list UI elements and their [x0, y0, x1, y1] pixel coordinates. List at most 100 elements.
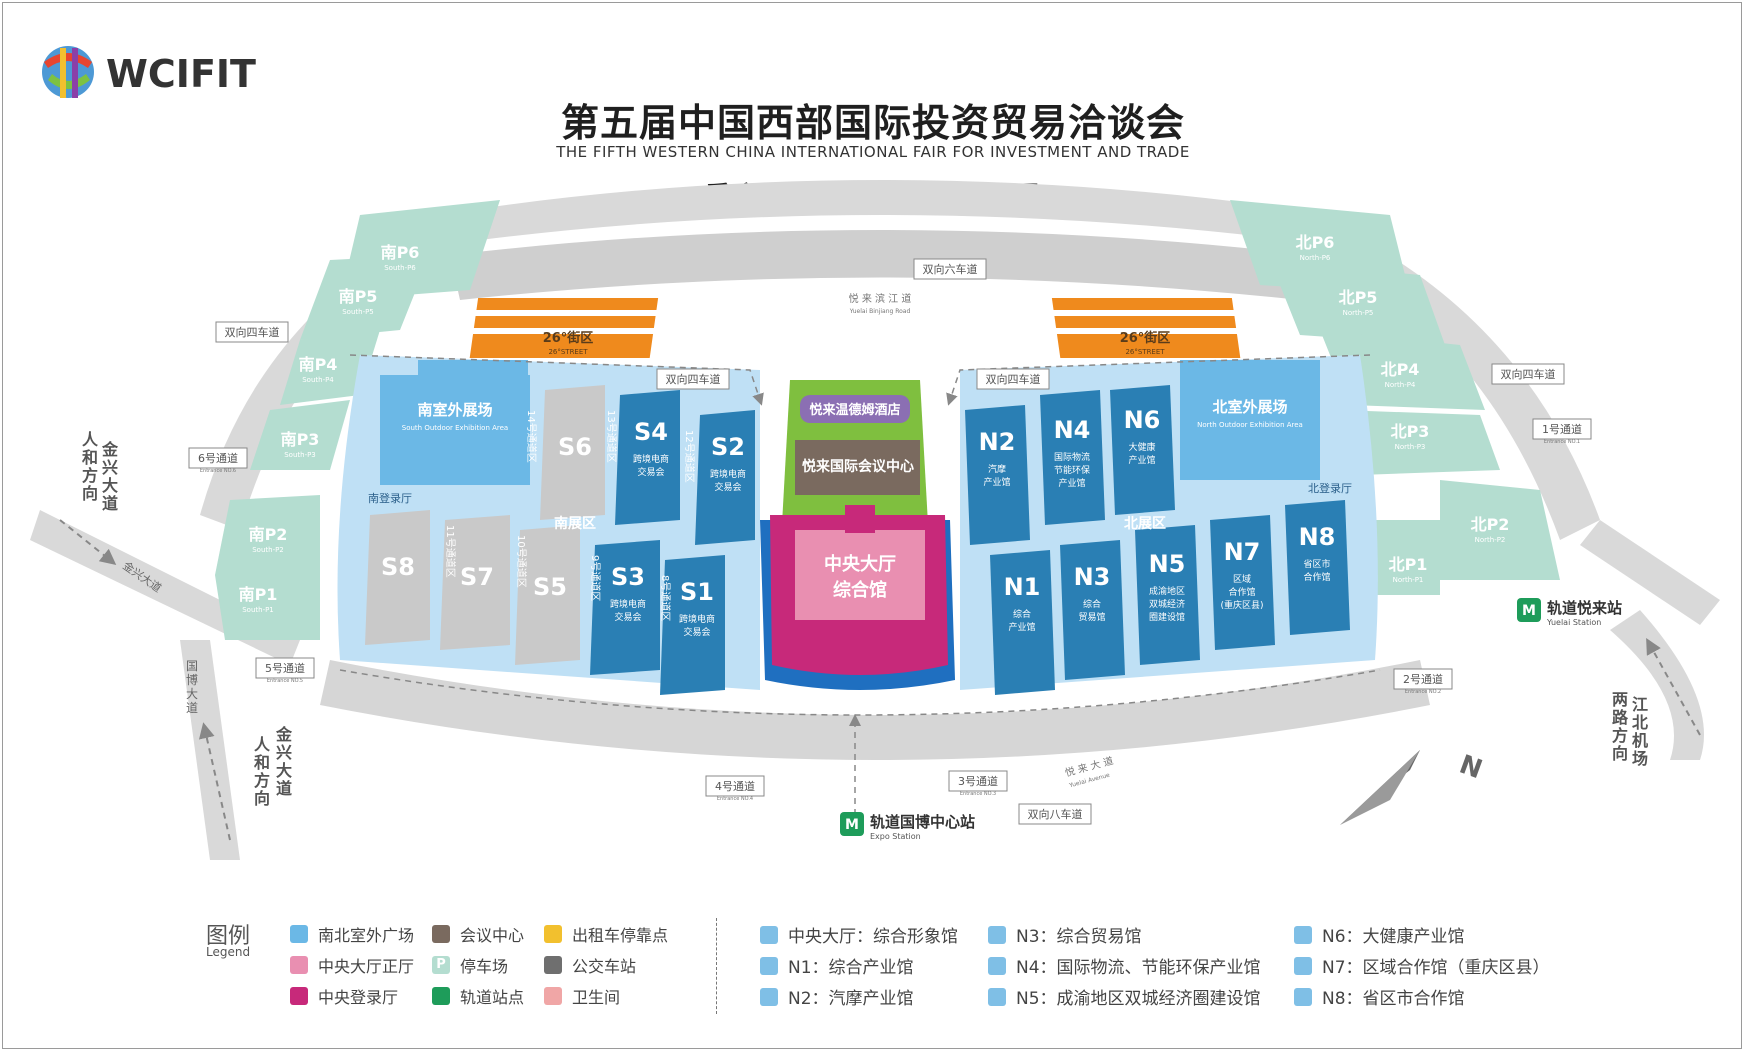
rail-station-icon	[1517, 598, 1541, 622]
direction-jiangbei-2: 向	[1612, 744, 1628, 763]
compass-label: N	[1455, 750, 1486, 786]
south-blue-halls	[590, 390, 755, 695]
parking-south-en-6: South-P6	[384, 264, 416, 272]
parking-icon: P	[432, 956, 450, 974]
direction-jiangbei: 场	[1632, 749, 1648, 768]
road-label-eight-lane: 双向八车道	[1028, 807, 1083, 821]
direction-jinxing-top-2: 人	[82, 430, 99, 449]
parking-north-en-2: North-P2	[1475, 536, 1506, 544]
hall-desc-n3: 贸易馆	[1078, 611, 1105, 623]
logo-text: WCIFIT	[106, 52, 256, 96]
direction-jinxing-bottom-2: 人	[254, 735, 271, 754]
dashed-path-left-down	[198, 722, 231, 841]
gate-en-6: Entrance NO.6	[200, 468, 236, 474]
direction-jinxing-top: 大	[102, 476, 118, 495]
hall-swatch-icon	[1294, 925, 1312, 944]
wc-icon	[544, 987, 562, 1005]
hall-n6	[1110, 385, 1175, 515]
road-right-curve	[1610, 610, 1704, 760]
hall-swatch-icon	[760, 956, 778, 975]
hall-n3	[1060, 540, 1125, 680]
hall-s7	[440, 515, 510, 650]
direction-jinxing-top-2: 和	[82, 448, 98, 467]
rail-icon	[432, 987, 450, 1005]
hall-label-s7: S7	[460, 563, 494, 591]
hall-desc-n6: 产业馆	[1128, 454, 1155, 466]
corridor-label-7: 8号通道区	[659, 575, 672, 621]
legend-item-swatch: 中央大厅正厅	[290, 953, 414, 977]
direction-jiangbei: 机	[1632, 731, 1648, 750]
hall-s2	[695, 410, 755, 545]
gate-label-3-box	[948, 770, 1008, 792]
central-hall-inner	[795, 530, 925, 620]
compass-icon	[1340, 750, 1420, 825]
hall-desc-n4: 产业馆	[1058, 477, 1085, 489]
north-zone-label: 北展区	[1124, 516, 1166, 532]
hall-desc-n3: 综合	[1083, 598, 1101, 610]
road-label-six-lane: 双向六车道	[923, 262, 978, 276]
street-26-south-label: 26°街区	[543, 330, 594, 346]
parking-south-group	[215, 200, 500, 640]
parking-north-label-3: 北P3	[1391, 422, 1430, 441]
hall-label-n6: N6	[1124, 406, 1161, 434]
legend-title: 图例	[206, 924, 251, 949]
legend-hall-item: N1：综合产业馆	[760, 953, 914, 978]
hall-desc-n6: 大健康	[1128, 441, 1155, 453]
hall-desc-n5: 双城经济	[1149, 598, 1185, 610]
gate-en-1: Entrance NO.1	[1544, 439, 1580, 445]
legend-hall-item: N8：省区市合作馆	[1294, 984, 1465, 1009]
parking-south-label-4: 南P4	[299, 355, 338, 374]
hall-desc-n1: 产业馆	[1008, 621, 1035, 633]
gate-label-2-box	[1393, 668, 1453, 690]
parking-north-en-5: North-P5	[1343, 309, 1374, 317]
hall-desc-s1: 跨境电商	[679, 613, 715, 625]
rail-station-en-1: Expo Station	[870, 832, 921, 841]
parking-north-label-5: 北P5	[1339, 288, 1378, 307]
page-title: 第五届中国西部国际投资贸易洽谈会	[560, 101, 1185, 145]
hall-s8	[365, 510, 430, 645]
swatch-icon	[290, 925, 308, 943]
corridor-label-2: 13号通道区	[605, 410, 618, 463]
legend-hall-label: N7：区域合作馆（重庆区县）	[1322, 958, 1550, 978]
hall-desc-s1: 交易会	[683, 626, 710, 638]
hall-desc-n7: (重庆区县)	[1220, 599, 1263, 611]
parking-south-p3	[250, 400, 350, 470]
south-outdoor-label: 南室外展场	[417, 401, 492, 419]
north-outdoor-en: North Outdoor Exhibition Area	[1197, 421, 1303, 429]
parking-north-p2	[1440, 480, 1560, 580]
hall-n1	[990, 550, 1055, 695]
legend-item-swatch: 中央登录厅	[290, 984, 398, 1008]
legend-hall-label: N6：大健康产业馆	[1322, 927, 1465, 947]
parking-south-p1	[215, 575, 320, 640]
rail-station-name-1: 轨道国博中心站	[870, 813, 975, 831]
hall-swatch-icon	[760, 987, 778, 1006]
legend-hall-item: N3：综合贸易馆	[988, 922, 1142, 947]
north-lobby-label: 北登录厅	[1308, 481, 1352, 495]
parking-south-label-6: 南P6	[381, 243, 420, 262]
street-name-top: 悦 来 滨 江 道	[849, 292, 912, 305]
corridor-label-1: 14号通道区	[525, 410, 538, 463]
south-outdoor-exhibition-block-2	[380, 375, 530, 485]
direction-jinxing-top: 道	[102, 494, 118, 513]
legend-item-label: 中央大厅正厅	[318, 957, 415, 976]
parking-south-p5	[300, 255, 430, 340]
hall-n4	[1040, 390, 1105, 525]
direction-jiangbei-2: 方	[1612, 726, 1628, 745]
gate-label-5: 5号通道	[265, 661, 305, 675]
hall-label-s4: S4	[634, 418, 668, 446]
direction-jiangbei: 江	[1632, 695, 1648, 714]
street-name-top-en: Yuelai Binjiang Road	[849, 308, 911, 315]
legend-item-swatch: 南北室外广场	[290, 922, 414, 946]
parking-north-p1	[1370, 520, 1440, 595]
gate-en-5: Entrance NO.5	[267, 678, 303, 684]
hall-label-n8: N8	[1299, 523, 1336, 551]
swatch-icon	[432, 925, 450, 943]
legend-divider	[716, 918, 717, 1014]
gate-label-6: 6号通道	[198, 451, 238, 465]
direction-expo-avenue: 大	[186, 687, 198, 701]
direction-jinxing-top-2: 方	[82, 466, 98, 485]
hall-s5	[515, 525, 580, 665]
gate-label-1: 1号通道	[1542, 422, 1582, 436]
